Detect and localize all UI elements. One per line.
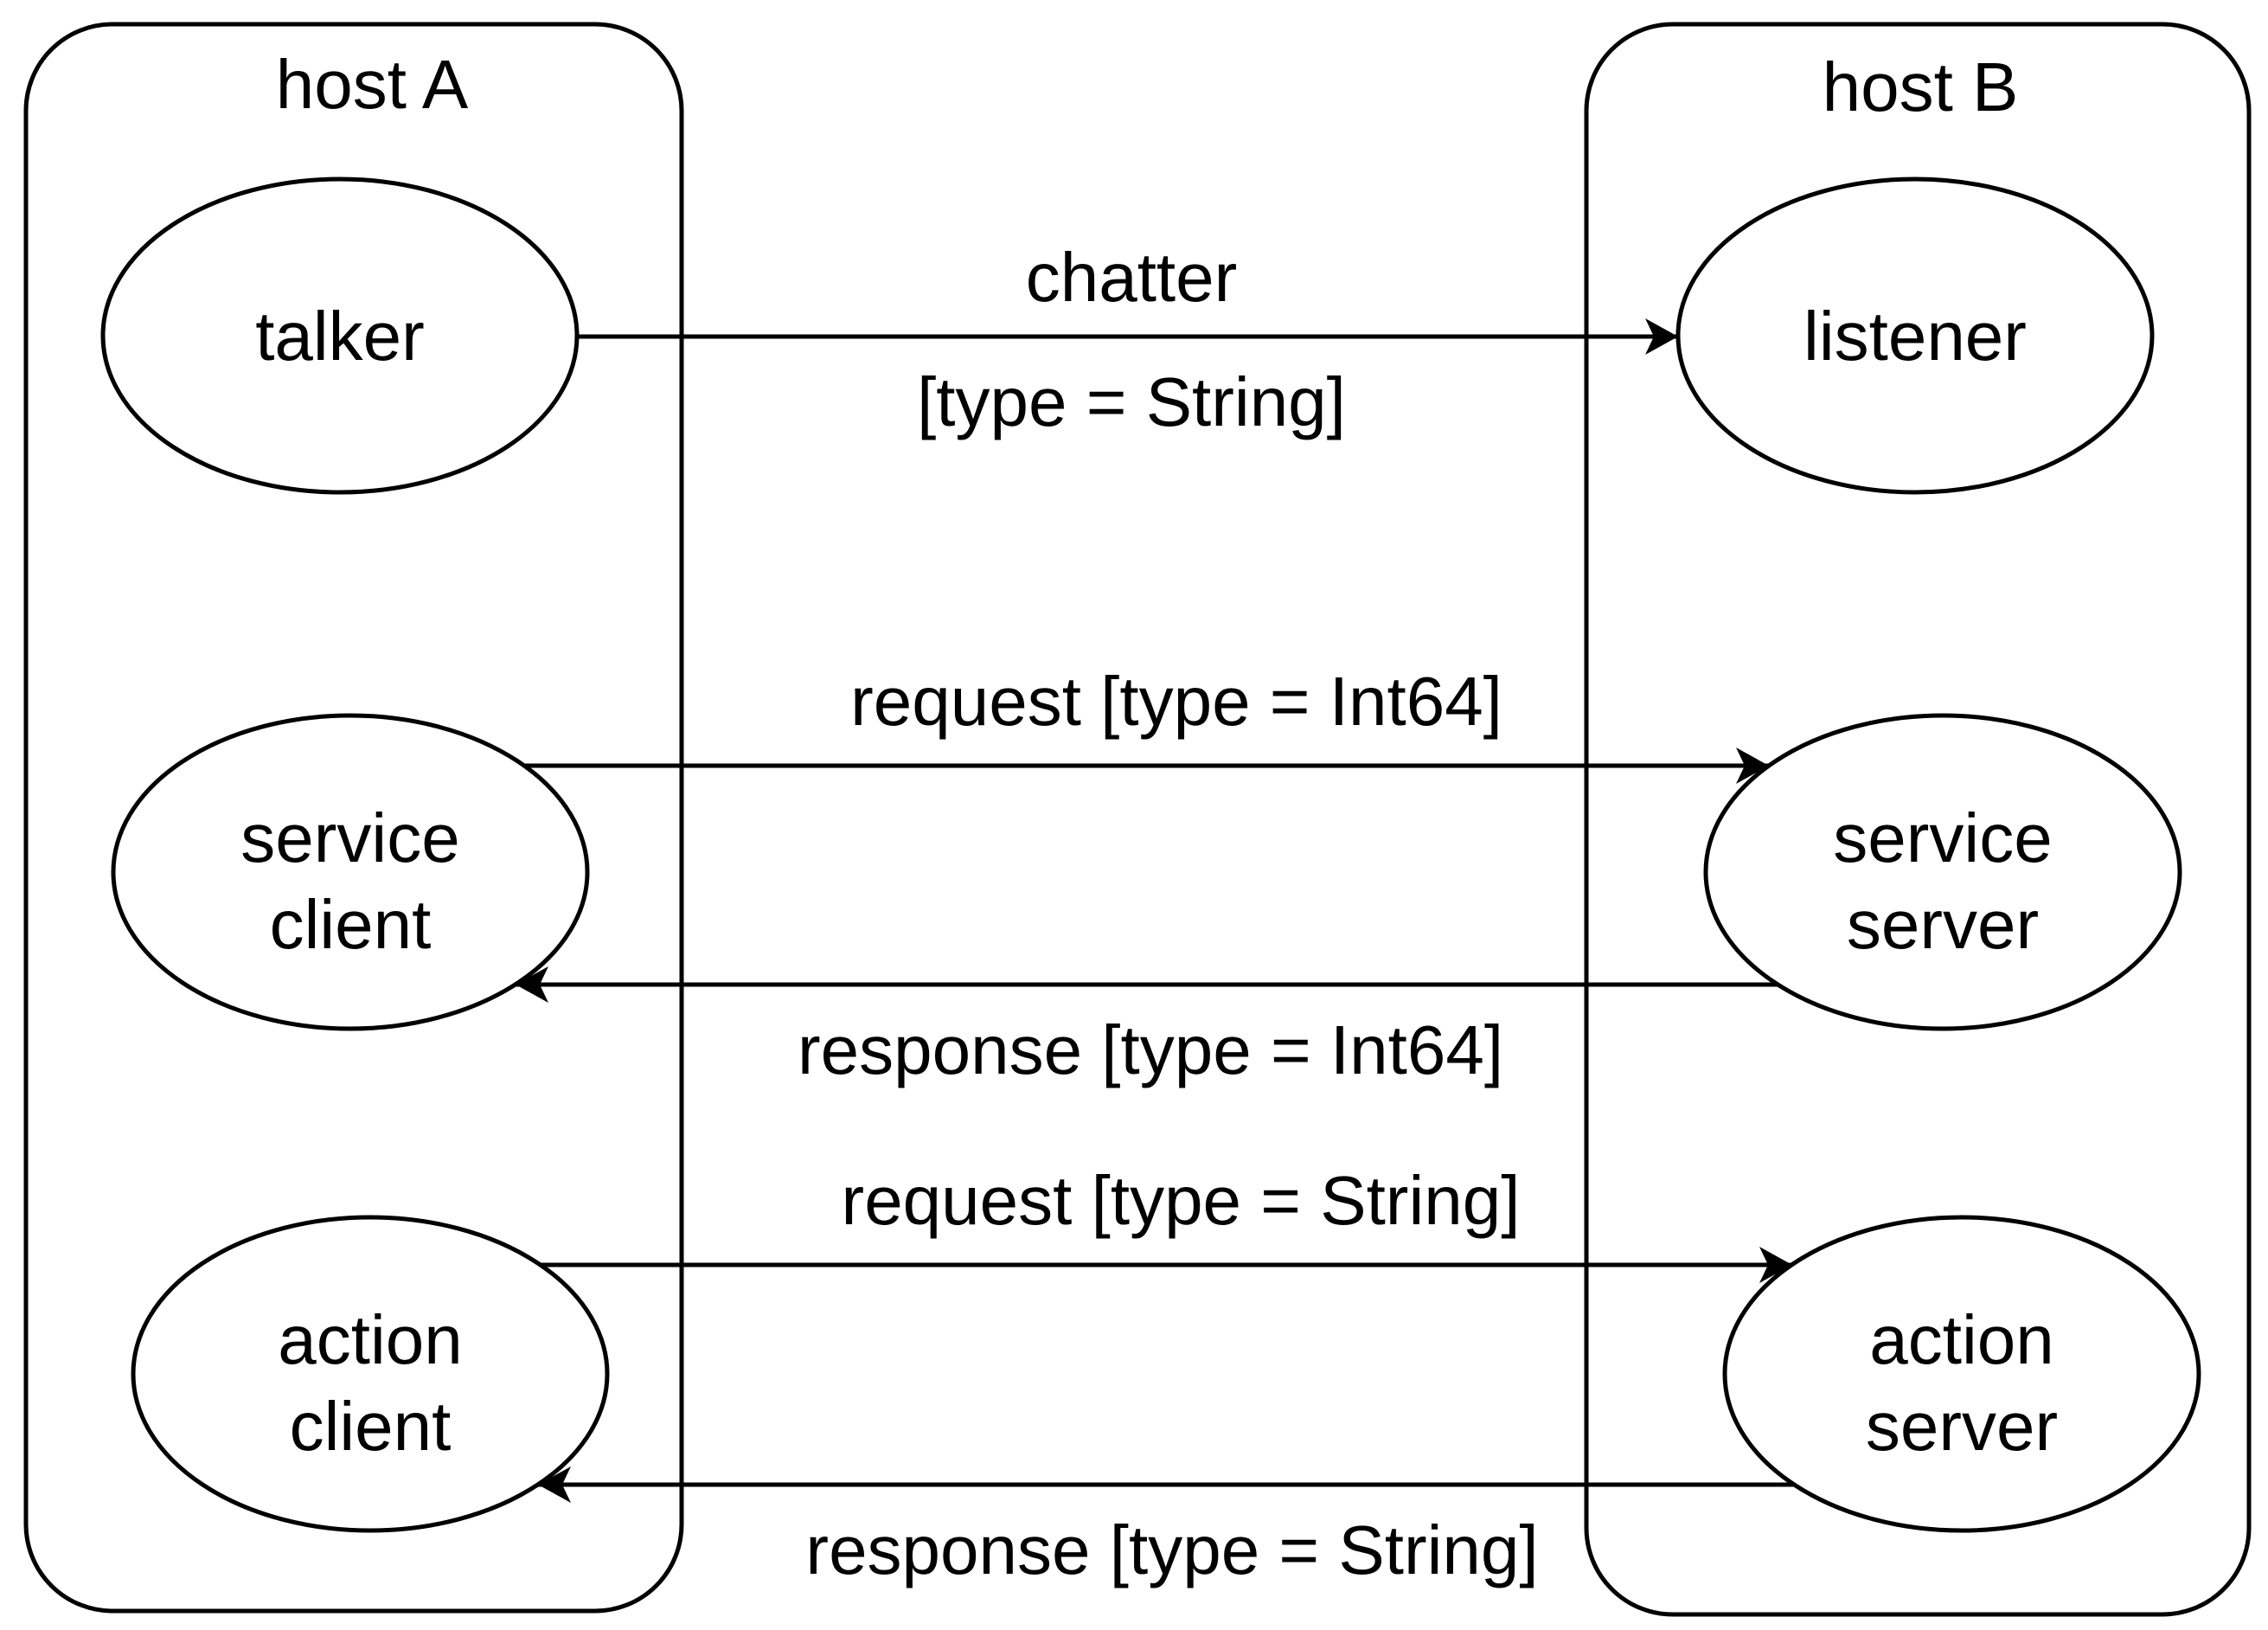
edge-action-request: request [type = String]: [540, 1162, 1792, 1283]
node-talker: talker: [100, 176, 580, 495]
service-client-label-line1: service: [240, 799, 459, 876]
node-action-server: action server: [1722, 1215, 2201, 1533]
service-response-label: response [type = Int64]: [798, 1011, 1503, 1088]
node-listener: listener: [1675, 176, 2155, 495]
chatter-topic-label: chatter: [1026, 239, 1238, 316]
action-server-label-line1: action: [1869, 1301, 2053, 1378]
service-server-label-line2: server: [1847, 886, 2039, 963]
service-server-ellipse: [1703, 713, 2182, 1031]
action-server-label-line2: server: [1866, 1388, 2058, 1465]
service-request-label: request [type = Int64]: [850, 663, 1502, 740]
action-client-ellipse: [131, 1215, 610, 1533]
edge-chatter: chatter [type = String]: [577, 239, 1678, 440]
service-client-label-line2: client: [270, 886, 432, 963]
action-response-label: response [type = String]: [805, 1511, 1538, 1588]
talker-label: talker: [255, 298, 425, 375]
service-client-ellipse: [111, 713, 590, 1031]
node-service-server: service server: [1703, 713, 2182, 1031]
chatter-type-label: [type = String]: [917, 363, 1346, 440]
action-client-label-line1: action: [278, 1301, 462, 1378]
host-b-title: host B: [1823, 48, 2019, 125]
action-request-label: request [type = String]: [842, 1162, 1521, 1239]
listener-label: listener: [1804, 298, 2027, 375]
edge-service-request: request [type = Int64]: [525, 663, 1769, 784]
action-client-label-line2: client: [290, 1388, 452, 1465]
node-action-client: action client: [131, 1215, 610, 1533]
service-server-label-line1: service: [1833, 799, 2052, 876]
host-a-title: host A: [276, 46, 469, 123]
edge-action-response: response [type = String]: [538, 1466, 1794, 1588]
action-server-ellipse: [1722, 1215, 2201, 1533]
node-service-client: service client: [111, 713, 590, 1031]
edge-service-response: response [type = Int64]: [516, 966, 1778, 1088]
